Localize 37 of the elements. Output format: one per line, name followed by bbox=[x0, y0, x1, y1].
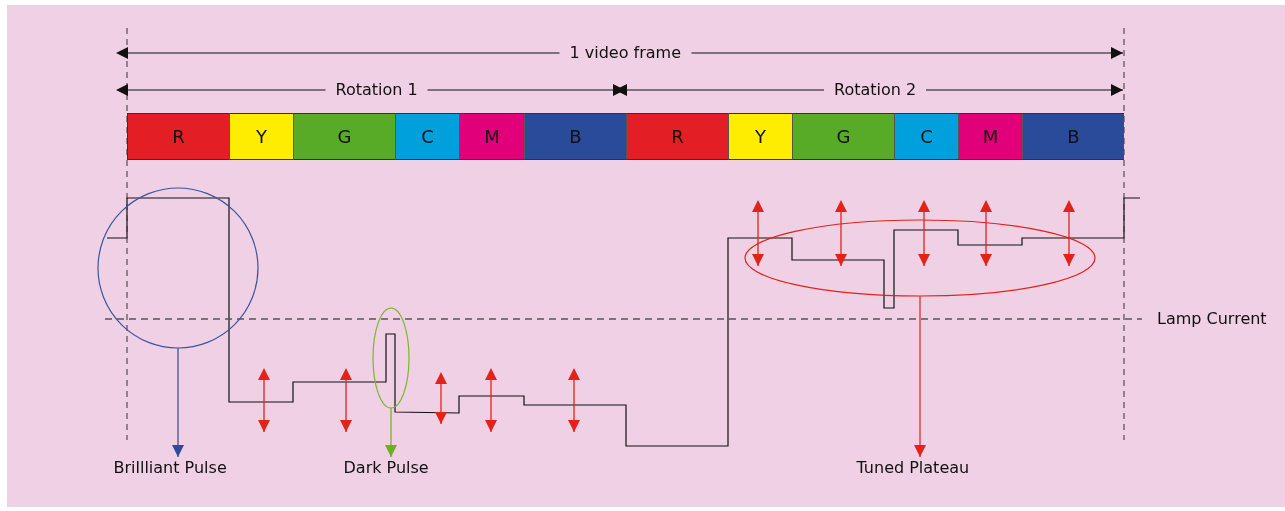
color-segment bbox=[127, 113, 229, 160]
highlight-ellipse bbox=[744, 219, 1096, 297]
segment-letter: B bbox=[569, 126, 582, 147]
callout-text: Tuned Plateau bbox=[856, 458, 970, 478]
arrow bbox=[385, 407, 397, 458]
color-segment bbox=[792, 113, 894, 160]
callout-text: Dark Pulse bbox=[343, 458, 429, 478]
segment-letter: G bbox=[337, 126, 352, 147]
segment-letter: R bbox=[172, 126, 185, 147]
axis-label: Lamp Current bbox=[1157, 309, 1267, 329]
highlight-circle bbox=[97, 187, 259, 349]
callout-text: Brillliant Pulse bbox=[113, 458, 227, 478]
color-segment bbox=[958, 113, 1022, 160]
segment-letter: R bbox=[671, 126, 684, 147]
segment-letter: C bbox=[920, 126, 933, 147]
color-segment bbox=[293, 113, 395, 160]
segment-letter: M bbox=[484, 126, 500, 147]
dimension-label: Rotation 2 bbox=[834, 80, 917, 100]
segment-letter: G bbox=[836, 126, 851, 147]
dimension-label: Rotation 1 bbox=[335, 80, 418, 100]
color-segment bbox=[728, 113, 792, 160]
dimension-label: 1 video frame bbox=[569, 43, 681, 63]
segment-letter: C bbox=[421, 126, 434, 147]
segment-letter: B bbox=[1067, 126, 1080, 147]
color-segment bbox=[395, 113, 459, 160]
highlight-ellipse bbox=[372, 307, 410, 409]
color-segment bbox=[626, 113, 728, 160]
color-segment bbox=[229, 113, 293, 160]
color-segment bbox=[459, 113, 524, 160]
color-segment bbox=[524, 113, 626, 160]
segment-letter: M bbox=[982, 126, 999, 147]
segment-letter: Y bbox=[755, 126, 766, 147]
arrow bbox=[172, 347, 184, 458]
arrow bbox=[914, 295, 926, 458]
color-segment bbox=[1022, 113, 1124, 160]
segment-letter: Y bbox=[256, 126, 267, 147]
color-segment bbox=[894, 113, 958, 160]
